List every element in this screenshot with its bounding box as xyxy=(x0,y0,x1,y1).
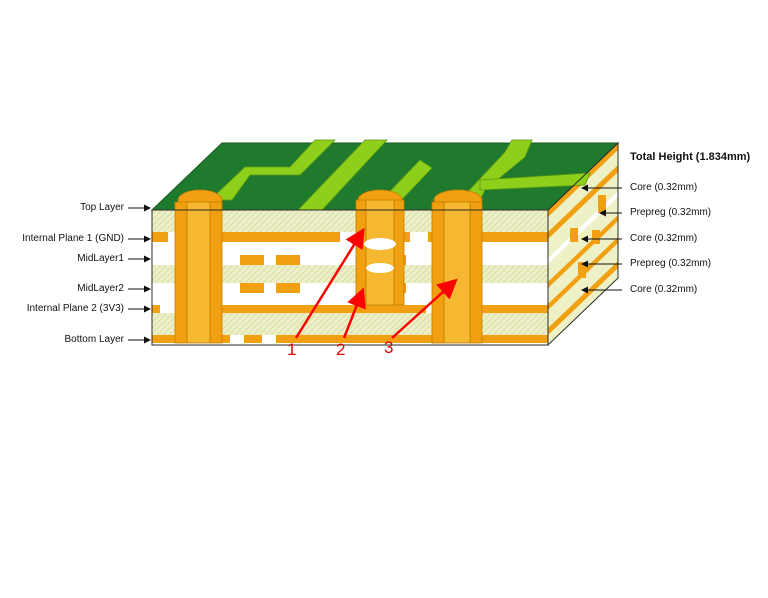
label-prepreg-2: Prepreg (0.32mm) xyxy=(630,258,712,269)
label-bottom-layer: Bottom Layer xyxy=(64,334,124,345)
callout-arrows xyxy=(294,227,458,339)
through-hole-via xyxy=(174,201,223,344)
label-core-3: Core (0.32mm) xyxy=(630,284,698,295)
label-core-2: Core (0.32mm) xyxy=(630,233,698,244)
label-prepreg-1: Prepreg (0.32mm) xyxy=(630,207,712,218)
label-internal-plane-2: Internal Plane 2 (3V3) xyxy=(26,303,124,314)
label-top-layer: Top Layer xyxy=(80,202,124,213)
label-core-1: Core (0.32mm) xyxy=(630,182,698,193)
label-internal-plane-1: Internal Plane 1 (GND) xyxy=(22,233,124,244)
through-via-3 xyxy=(431,201,483,344)
label-midlayer-2: MidLayer2 xyxy=(77,283,124,294)
right-label-arrows xyxy=(581,184,622,294)
left-label-arrows xyxy=(128,204,151,344)
buried-via xyxy=(355,199,405,306)
callout-2: 2 xyxy=(336,340,346,359)
callout-1: 1 xyxy=(287,340,297,359)
label-midlayer-1: MidLayer1 xyxy=(77,253,124,264)
total-height-label: Total Height (1.834mm) xyxy=(630,151,751,163)
callout-3: 3 xyxy=(384,338,394,357)
